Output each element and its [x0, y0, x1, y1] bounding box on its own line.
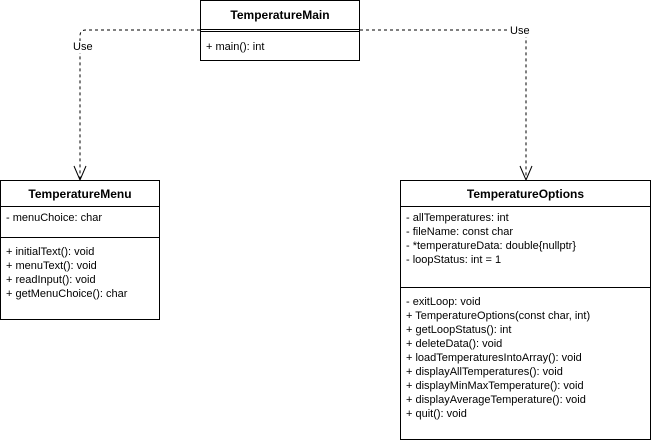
edge-label-use-menu: Use	[72, 41, 94, 53]
method-item: + deleteData(): void	[406, 338, 503, 350]
class-name: TemperatureOptions	[401, 181, 650, 207]
edge-label-use-options: Use	[509, 25, 531, 37]
method-item: + TemperatureOptions(const char, int)	[406, 310, 591, 322]
method-item: + displayAllTemperatures(): void	[406, 366, 563, 378]
method-item: + readInput(): void	[6, 274, 96, 286]
class-name: TemperatureMenu	[1, 181, 159, 207]
method-item: + getLoopStatus(): int	[406, 324, 512, 336]
methods-section: + initialText(): void + menuText(): void…	[1, 237, 159, 301]
attribute-item: - *temperatureData: double{nullptr}	[406, 240, 576, 252]
attribute-item: - allTemperatures: int	[406, 212, 509, 224]
class-name: TemperatureMain	[230, 8, 330, 22]
attribute-item: - fileName: const char	[406, 226, 513, 238]
attribute-item: - menuChoice: char	[6, 212, 102, 224]
method-item: + loadTemperaturesIntoArray(): void	[406, 352, 582, 364]
method-item: + menuText(): void	[6, 260, 97, 272]
methods-section: - exitLoop: void + TemperatureOptions(co…	[401, 287, 650, 421]
method-item: + quit(): void	[406, 408, 467, 420]
attributes-section: - menuChoice: char	[1, 207, 159, 237]
class-temperature-menu[interactable]: TemperatureMenu - menuChoice: char + ini…	[0, 180, 160, 320]
class-temperature-options[interactable]: TemperatureOptions - allTemperatures: in…	[400, 180, 651, 440]
method-item: + displayAverageTemperature(): void	[406, 394, 586, 406]
method-item: + getMenuChoice(): char	[6, 288, 128, 300]
class-divider	[201, 29, 359, 32]
method-item: - exitLoop: void	[406, 296, 481, 308]
use-edge-main-to-menu	[79, 29, 200, 180]
method-item: + initialText(): void	[6, 246, 95, 258]
class-temperature-main[interactable]: TemperatureMain + main(): int	[200, 0, 360, 61]
methods-section: + main(): int	[201, 32, 359, 54]
use-edge-main-to-options	[360, 29, 527, 180]
attributes-section: - allTemperatures: int - fileName: const…	[401, 207, 650, 287]
method-item: + main(): int	[206, 41, 265, 53]
method-item: + displayMinMaxTemperature(): void	[406, 380, 584, 392]
attribute-item: - loopStatus: int = 1	[406, 254, 502, 266]
